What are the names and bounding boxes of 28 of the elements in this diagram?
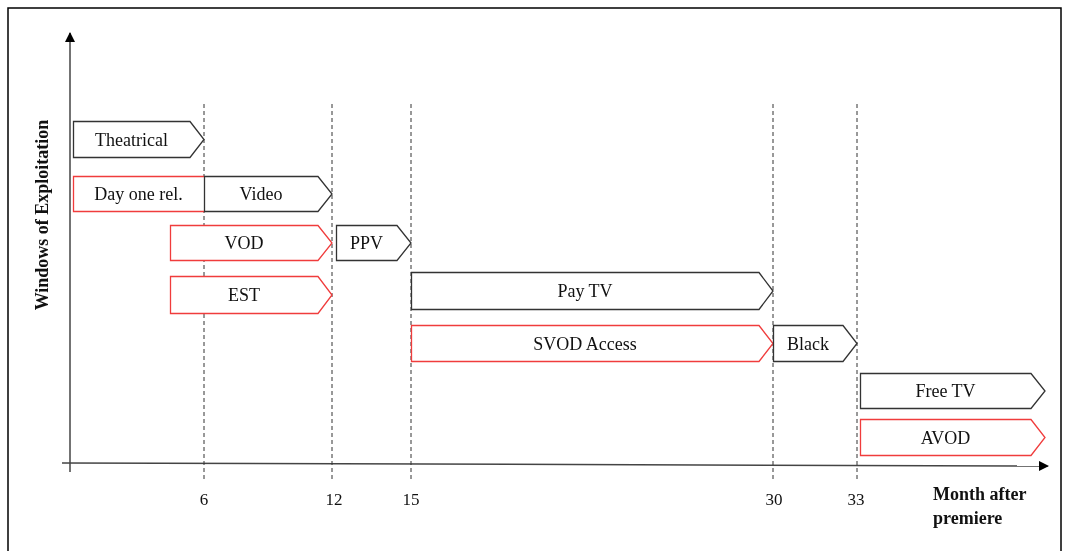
- pointed-window-band: [411, 272, 773, 310]
- pointed-window-band: [170, 276, 332, 314]
- window-label: PPV: [350, 232, 383, 254]
- window-band: [73, 176, 204, 212]
- axis-title: Windows of Exploitation: [31, 119, 53, 311]
- pointed-window-band: [773, 325, 857, 362]
- window-label: Black: [787, 333, 829, 354]
- tick-label: 30: [765, 490, 783, 510]
- tick-label: 33: [847, 490, 865, 510]
- window-label: Day one rel.: [94, 183, 183, 205]
- window-label: Free TV: [915, 380, 976, 402]
- pointed-window-band: [860, 419, 1045, 456]
- window-label: Pay TV: [557, 280, 613, 302]
- axis-title: Month after premiere: [933, 483, 1028, 530]
- window-label: Theatrical: [95, 129, 168, 150]
- pointed-window-band: [336, 225, 411, 261]
- pointed-window-band: [860, 373, 1045, 409]
- window-label: Video: [239, 183, 283, 205]
- tick-label: 12: [325, 490, 343, 510]
- tick-label: 15: [402, 490, 420, 510]
- window-label: AVOD: [920, 427, 971, 448]
- pointed-window-band: [73, 121, 204, 158]
- window-label: VOD: [224, 232, 264, 254]
- tick-label: 6: [199, 490, 209, 510]
- pointed-window-band: [204, 176, 332, 212]
- window-label: SVOD Access: [533, 333, 637, 354]
- window-label: EST: [228, 284, 260, 306]
- pointed-window-band: [170, 225, 332, 261]
